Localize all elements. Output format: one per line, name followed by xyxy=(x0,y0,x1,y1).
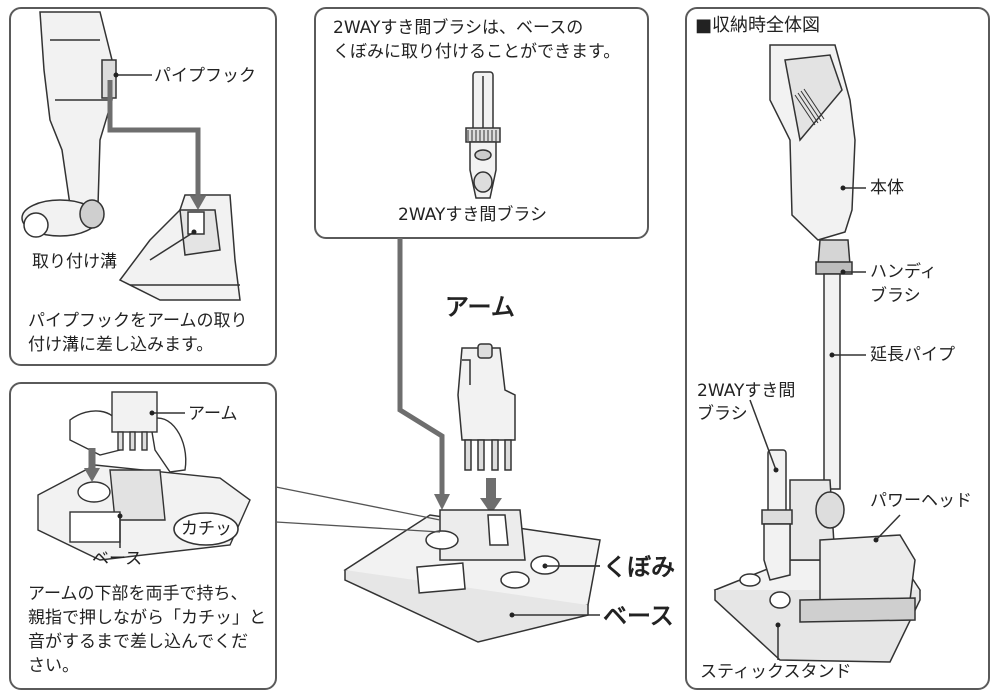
panel-top-left-frame xyxy=(9,7,277,366)
label-base-bottom: ベース xyxy=(92,549,143,569)
note-bottom-left-1: アームの下部を両手で持ち、 xyxy=(28,584,248,604)
panel-bottom-left-frame xyxy=(9,382,277,690)
label-pipe-hook: パイプフック xyxy=(154,66,256,86)
label-handy-brush-2: ブラシ xyxy=(870,286,921,306)
note-top-left-2: 付け溝に差し込みます。 xyxy=(28,335,214,355)
label-arm-bottom: アーム xyxy=(188,404,238,424)
label-power-head: パワーヘッド xyxy=(870,491,972,511)
pipe-hook-arrow xyxy=(107,80,201,200)
label-base-center: ベース xyxy=(603,602,674,630)
note-top-center-1: 2WAYすき間ブラシは、ベースの xyxy=(333,18,584,38)
panel-top-center-frame xyxy=(314,7,649,239)
label-stick-stand: スティックスタンド xyxy=(700,662,852,682)
label-recess: くぼみ xyxy=(603,553,675,581)
label-2way-brush-right-2: ブラシ xyxy=(697,404,748,424)
label-2way-brush-right-1: 2WAYすき間 xyxy=(697,381,796,401)
label-arm-center: アーム xyxy=(445,293,515,321)
click-bubble xyxy=(173,512,239,546)
label-handy-brush-1: ハンディ xyxy=(870,262,937,282)
stick-stand-illustration xyxy=(713,44,921,663)
label-extension-pipe: 延長パイプ xyxy=(870,345,955,365)
note-top-center-2: くぼみに取り付けることができます。 xyxy=(333,42,621,62)
panel-right-frame xyxy=(685,7,990,690)
brush-to-recess-arrow xyxy=(397,238,445,498)
label-2way-brush-top: 2WAYすき間ブラシ xyxy=(398,205,548,225)
arm-illustration xyxy=(457,343,516,471)
label-click: カチッ xyxy=(181,519,232,539)
note-bottom-left-4: さい。 xyxy=(28,656,79,676)
label-main-body: 本体 xyxy=(870,178,904,198)
note-top-left-1: パイプフックをアームの取り xyxy=(28,311,248,331)
base-illustration xyxy=(343,509,601,643)
note-bottom-left-3: 音がするまで差し込んでくだ xyxy=(28,632,249,652)
title-storage-overview: ■収納時全体図 xyxy=(695,15,821,36)
label-groove: 取り付け溝 xyxy=(32,252,117,272)
note-bottom-left-2: 親指で押しながら「カチッ」と xyxy=(28,608,266,628)
brush-illustration xyxy=(465,71,501,199)
